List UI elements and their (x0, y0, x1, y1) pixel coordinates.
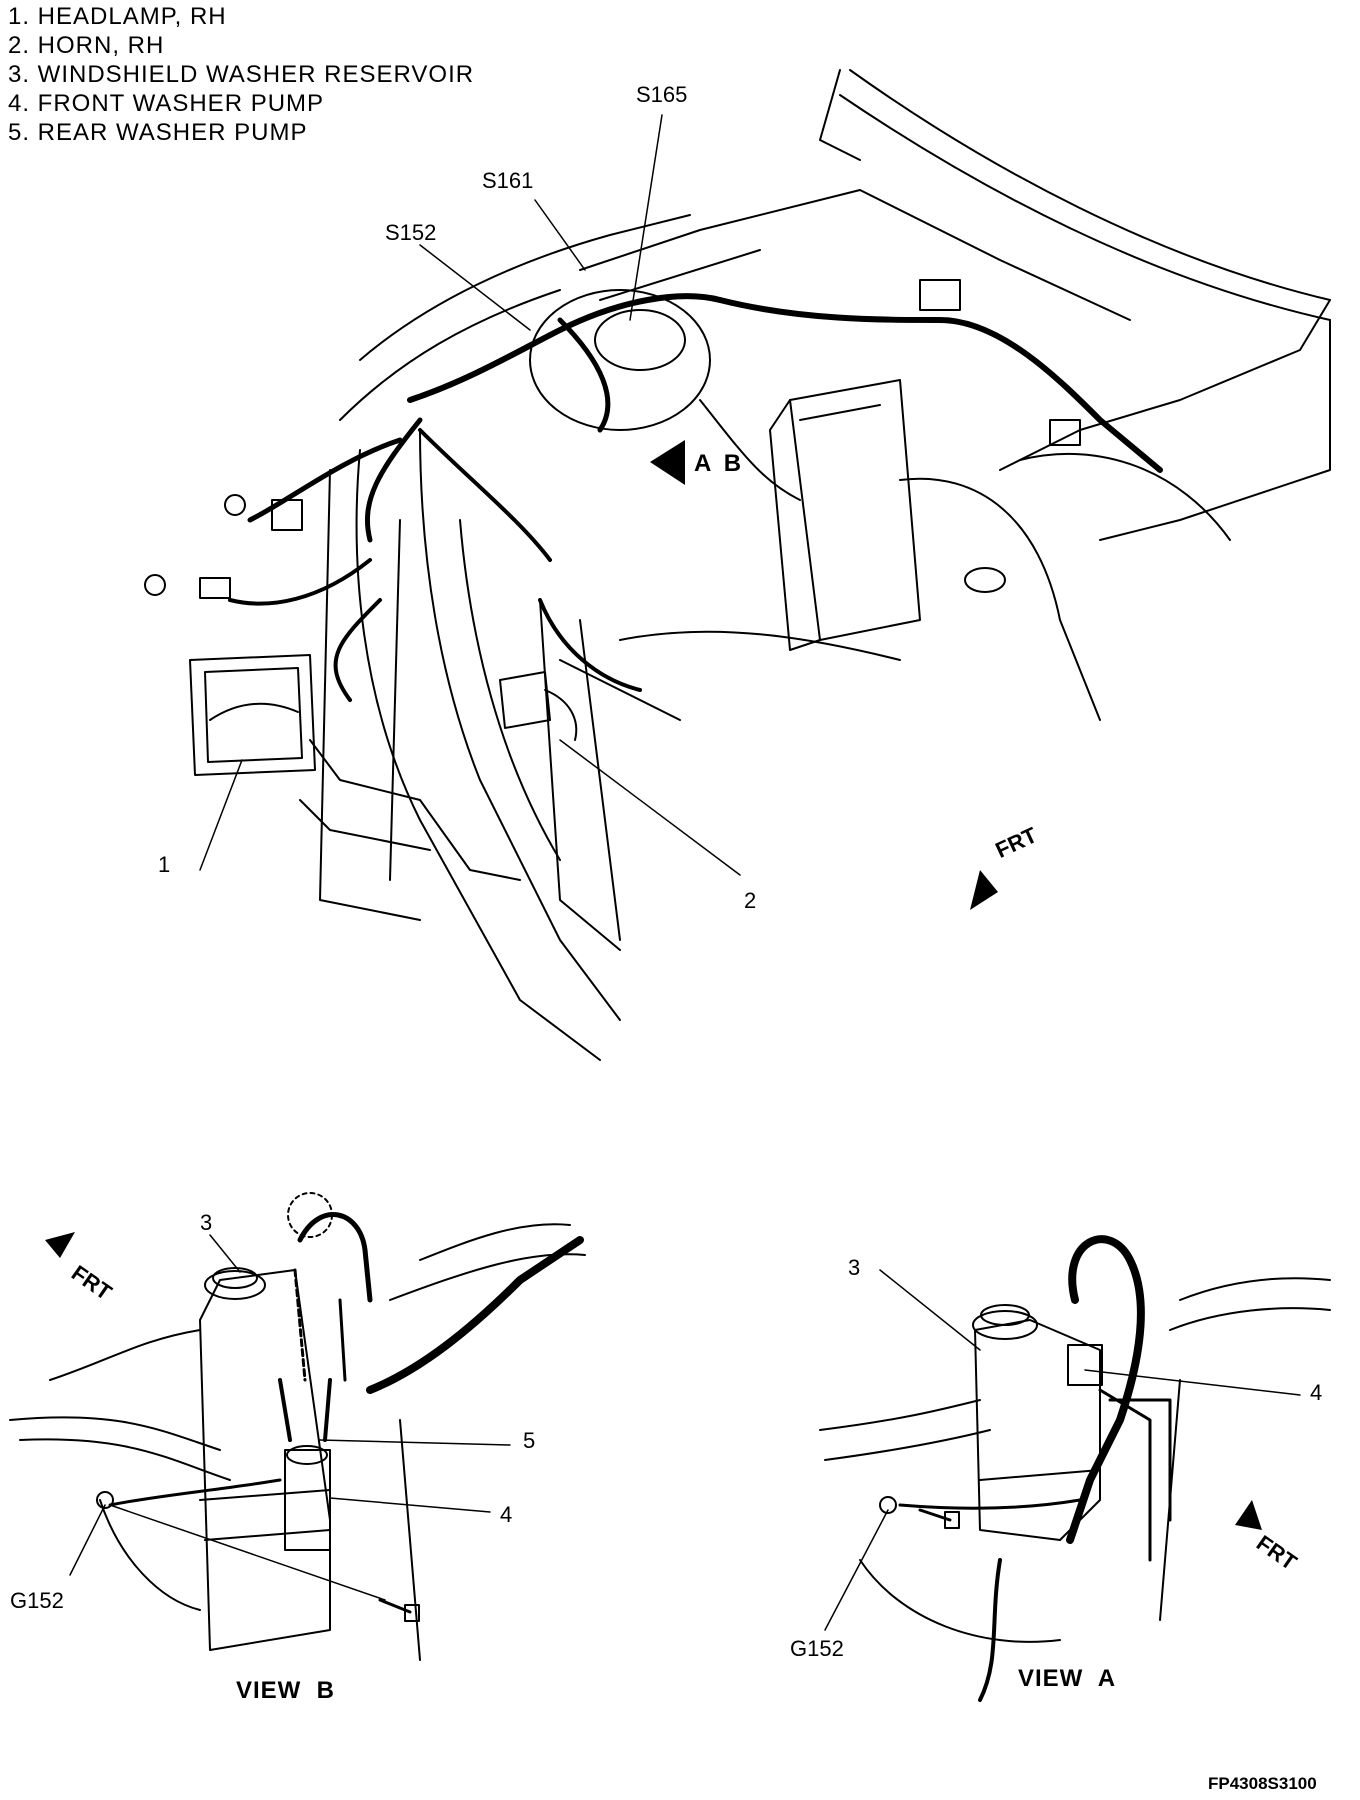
view-b-title: VIEW B (236, 1677, 336, 1704)
legend-item-rear-washer-pump: 5. REAR WASHER PUMP (8, 119, 308, 146)
view-a-artwork (819, 1235, 1331, 1702)
view-a-title: VIEW A (1018, 1665, 1117, 1692)
splice-label-s165: S165 (636, 82, 688, 107)
view-b-callout-3: 3 (200, 1210, 213, 1235)
legend-item-horn: 2. HORN, RH (8, 32, 165, 59)
main-view-artwork (144, 69, 1331, 1061)
view-b-artwork (9, 1192, 586, 1661)
legend-item-front-washer-pump: 4. FRONT WASHER PUMP (8, 90, 325, 117)
callout-2-horn: 2 (744, 888, 757, 913)
view-b-callout-4: 4 (500, 1502, 513, 1527)
view-a-callout-3: 3 (848, 1255, 861, 1280)
splice-label-s152: S152 (385, 220, 437, 245)
view-a-ground-g152: G152 (790, 1636, 844, 1661)
callout-1-headlamp: 1 (158, 852, 171, 877)
figure-code: FP4308S3100 (1208, 1774, 1317, 1793)
view-b-callout-5: 5 (523, 1428, 536, 1453)
parts-legend: 1. HEADLAMP, RH 2. HORN, RH 3. WINDSHIEL… (8, 2, 474, 147)
splice-label-s161: S161 (482, 168, 534, 193)
legend-item-washer-reservoir: 3. WINDSHIELD WASHER RESERVOIR (8, 61, 475, 88)
view-b-ground-g152: G152 (10, 1588, 64, 1613)
legend-item-headlamp: 1. HEADLAMP, RH (8, 3, 227, 30)
view-a-callout-4: 4 (1310, 1380, 1323, 1405)
view-reference-arrow-label: A B (694, 450, 742, 477)
